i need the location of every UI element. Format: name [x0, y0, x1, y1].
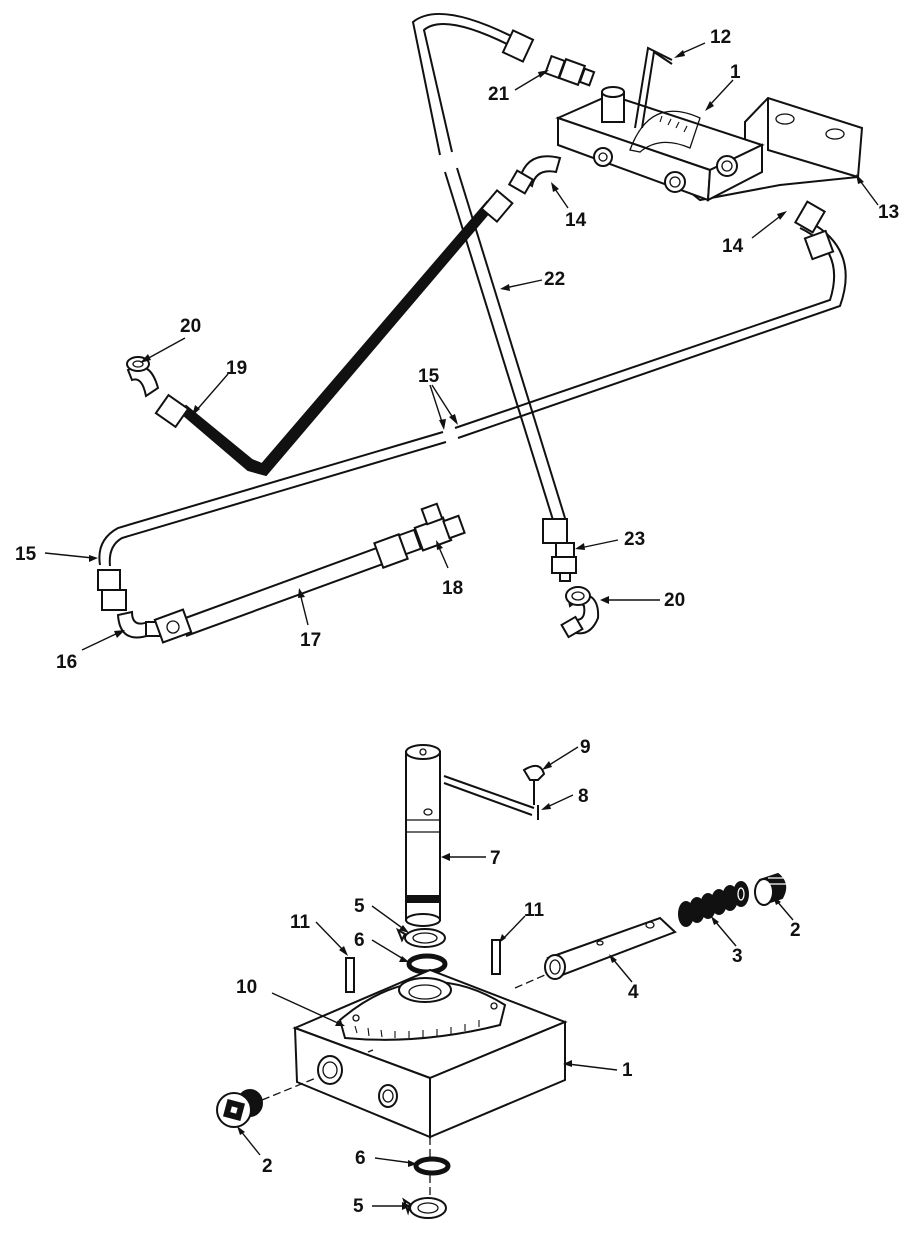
- tube-15: [98, 200, 847, 567]
- callout-14-left: 14: [565, 210, 587, 231]
- callout-12: 12: [710, 27, 731, 48]
- tee-18: [397, 502, 466, 556]
- callout-1-lower: 1: [622, 1060, 633, 1081]
- callout-6-upper: 6: [354, 930, 365, 951]
- valve-block: [555, 86, 765, 202]
- callout-10: 10: [236, 977, 257, 998]
- callout-3: 3: [732, 946, 743, 967]
- callout-2-left: 2: [262, 1156, 273, 1177]
- callout-17: 17: [300, 630, 321, 651]
- callout-20-upper: 20: [180, 316, 201, 337]
- callout-15-top: 15: [418, 366, 440, 387]
- elbow-20-left: [126, 356, 160, 398]
- upper-assembly: 12 1 21 13 14 14 22 20 19 15 23 20 18 17…: [15, 12, 899, 673]
- callout-14-right: 14: [722, 236, 744, 257]
- callout-8: 8: [578, 786, 589, 807]
- hose-17: [153, 533, 409, 644]
- callout-7: 7: [490, 848, 501, 869]
- callout-1-upper: 1: [730, 62, 741, 83]
- lower-callouts: 9 8 7 5 11 11 6 2 3 4 10 1 2 6 5: [236, 737, 801, 1217]
- lower-centerlines: [261, 974, 546, 1198]
- clip-5-upper: [396, 927, 446, 948]
- oring-6-lower: [413, 1156, 451, 1176]
- callout-9: 9: [580, 737, 591, 758]
- rod-8-knob-9: [443, 764, 546, 820]
- callout-5-lower: 5: [353, 1196, 364, 1217]
- callout-5-upper: 5: [354, 896, 365, 917]
- callout-4: 4: [628, 982, 639, 1003]
- main-block: [292, 968, 568, 1139]
- callout-11-left: 11: [290, 912, 311, 933]
- oring-6-upper: [406, 953, 448, 975]
- upper-leaders: [44, 42, 879, 651]
- callout-20-lower: 20: [664, 590, 685, 611]
- callout-21: 21: [488, 84, 510, 105]
- clip-5-lower: [402, 1197, 447, 1219]
- callout-16: 16: [56, 652, 77, 673]
- lower-assembly: 9 8 7 5 11 11 6 2 3 4 10 1 2 6 5: [216, 737, 801, 1219]
- callout-15-left: 15: [15, 544, 37, 565]
- handle-rod: [634, 46, 673, 129]
- plug-2-left: [216, 1089, 263, 1128]
- pin-11-right: [491, 939, 501, 975]
- plunger-7: [405, 744, 441, 927]
- callout-18: 18: [442, 578, 463, 599]
- pin-11-left: [345, 957, 355, 993]
- hose-19: [154, 188, 514, 477]
- callout-13: 13: [878, 202, 899, 223]
- upper-callouts: 12 1 21 13 14 14 22 20 19 15 23 20 18 17…: [15, 27, 899, 673]
- callout-6-lower: 6: [355, 1148, 366, 1169]
- callout-22: 22: [544, 269, 565, 290]
- callout-23: 23: [624, 529, 645, 550]
- lower-leaders: [237, 746, 794, 1210]
- plug-2-right: [754, 872, 788, 906]
- fitting-21: [544, 54, 596, 87]
- elbow-16: [97, 569, 161, 639]
- callout-2-right: 2: [790, 920, 801, 941]
- elbow-14-left: [507, 155, 562, 195]
- callout-19: 19: [226, 358, 247, 379]
- spring-3: [678, 881, 749, 927]
- callout-11-right: 11: [524, 900, 545, 921]
- spool-4: [544, 916, 677, 980]
- fitting-23-elbow-20: [551, 542, 600, 639]
